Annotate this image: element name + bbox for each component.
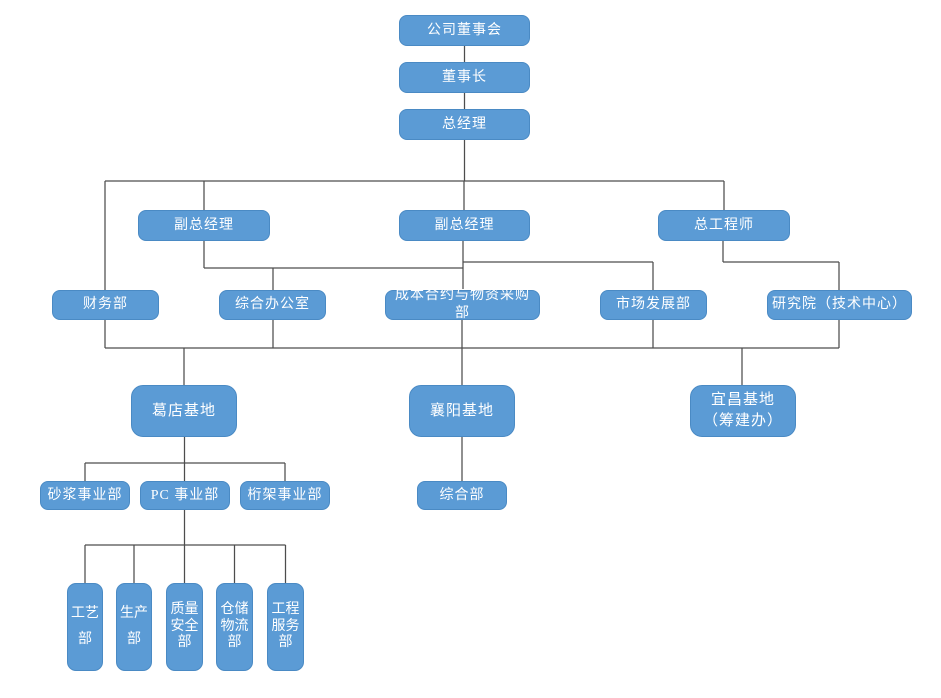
org-node-gedian-base: 葛店基地 — [131, 385, 237, 437]
org-node-production-dept: 生产部 — [116, 583, 152, 671]
org-node-pc-division: PC 事业部 — [140, 481, 230, 510]
org-node-general-office: 综合办公室 — [219, 290, 326, 320]
yichang-base-line1: 宜昌基地 — [710, 392, 775, 408]
org-node-finance-dept: 财务部 — [52, 290, 159, 320]
org-node-quality-safety-dept: 质量安全部 — [166, 583, 203, 671]
org-node-cost-contract-procurement-dept: 成本合约与物资采购部 — [385, 288, 540, 321]
org-node-general-manager: 总经理 — [399, 109, 530, 140]
org-node-deputy-gm-2: 副总经理 — [399, 210, 530, 241]
org-node-board: 公司董事会 — [399, 15, 530, 46]
org-node-chief-engineer: 总工程师 — [658, 210, 790, 241]
org-node-truss-division: 桁架事业部 — [240, 481, 330, 510]
org-node-engineering-service-dept: 工程服务部 — [267, 583, 304, 671]
yichang-base-line2: （筹建办） — [702, 413, 783, 429]
org-node-mortar-division: 砂浆事业部 — [40, 481, 130, 510]
org-node-process-dept: 工艺部 — [67, 583, 103, 671]
org-node-xiangyang-base: 襄阳基地 — [409, 385, 515, 437]
org-node-market-development-dept: 市场发展部 — [600, 290, 707, 320]
org-node-yichang-base: 宜昌基地 （筹建办） — [690, 385, 796, 437]
org-node-research-institute: 研究院（技术中心） — [767, 290, 912, 320]
org-node-general-dept: 综合部 — [417, 481, 507, 510]
org-node-warehouse-logistics-dept: 仓储物流部 — [216, 583, 253, 671]
org-node-deputy-gm-1: 副总经理 — [138, 210, 270, 241]
org-node-chairman: 董事长 — [399, 62, 530, 93]
